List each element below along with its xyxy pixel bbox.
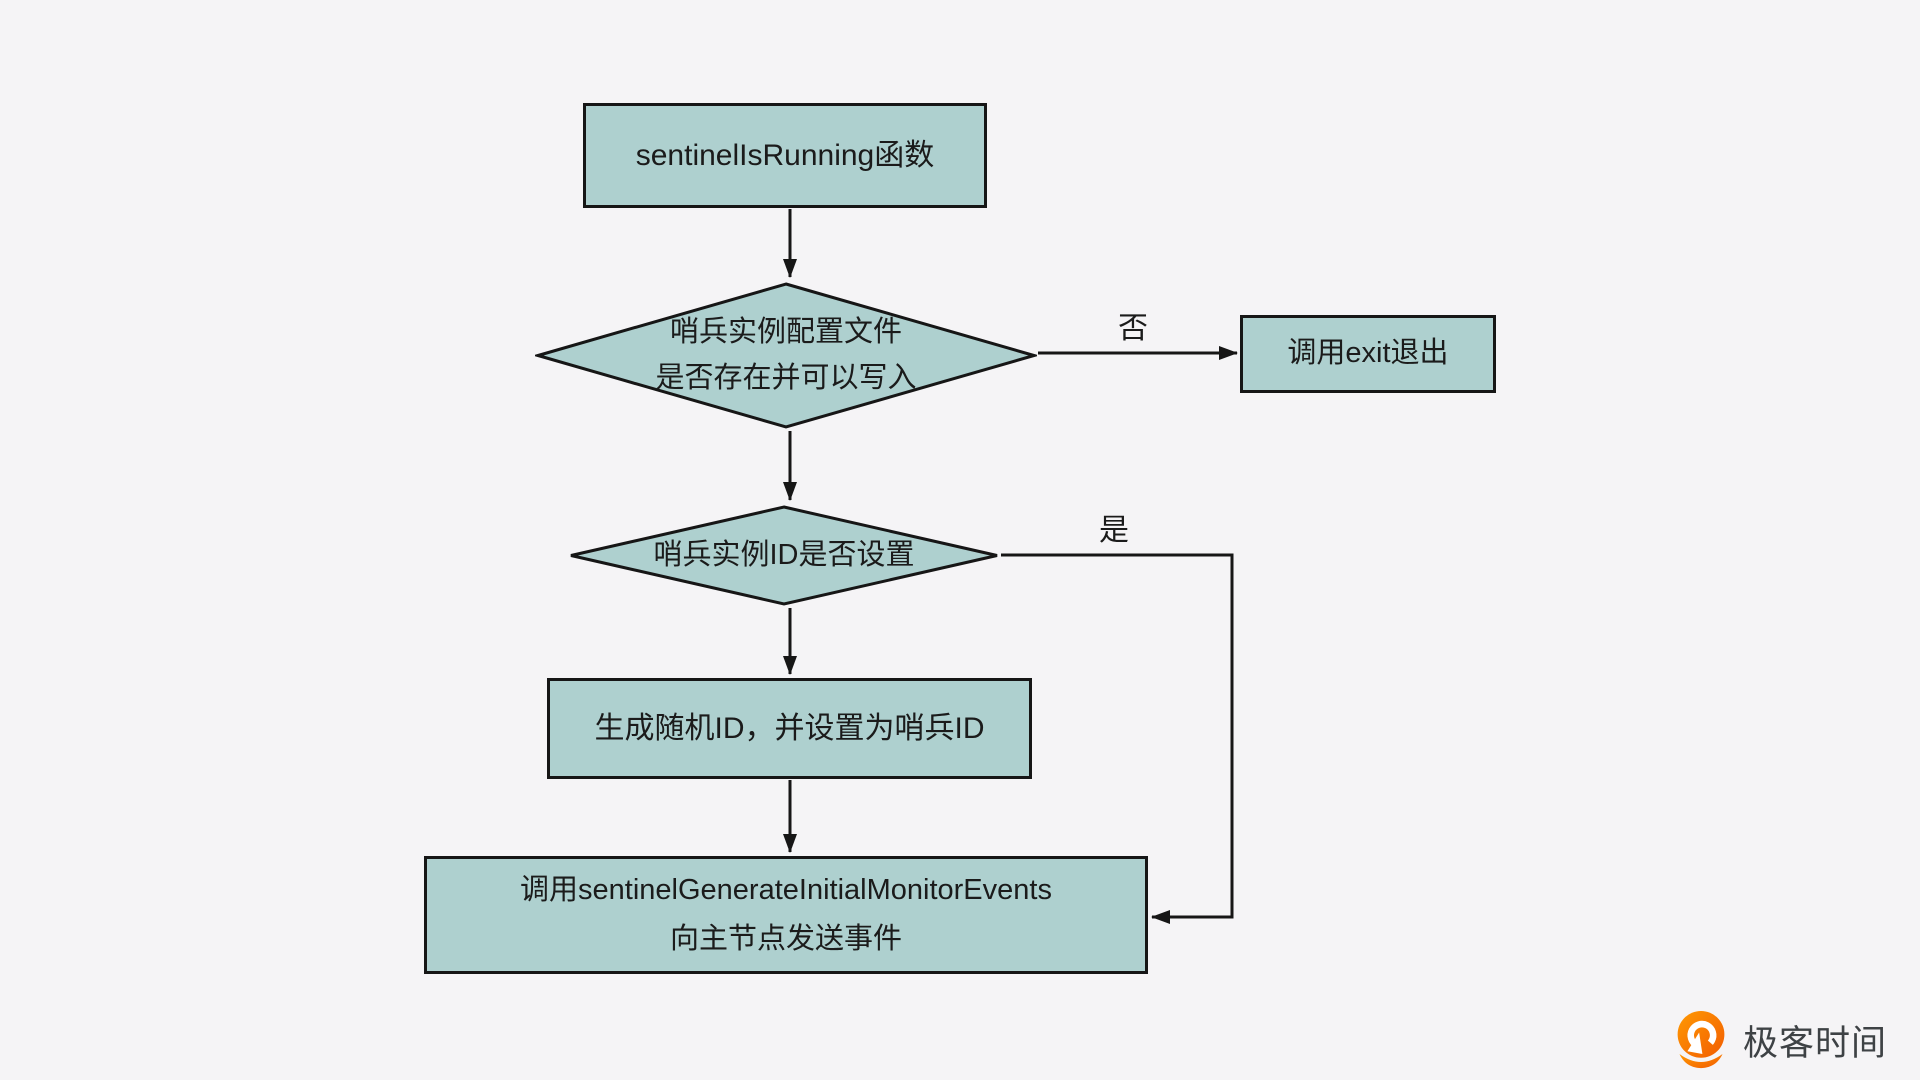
decision-config-line2: 是否存在并可以写入	[655, 361, 917, 394]
node-monitor-line1: 调用sentinelGenerateInitialMonitorEvents	[520, 873, 1052, 906]
decision-config-line1: 哨兵实例配置文件	[669, 315, 902, 348]
edge-label-yes: 是	[1099, 514, 1129, 547]
node-exit: 调用exit退出	[1240, 315, 1496, 393]
geektime-logo-icon	[1677, 1011, 1725, 1069]
node-monitor-line2: 向主节点发送事件	[669, 923, 902, 955]
geektime-logo-text: 极客时间	[1743, 1023, 1888, 1063]
node-exit-label: 调用exit退出	[1287, 337, 1449, 370]
node-start: sentinelIsRunning函数	[583, 103, 987, 208]
decision-id-label: 哨兵实例ID是否设置	[653, 538, 915, 571]
node-decision-sentinel-id: 哨兵实例ID是否设置	[568, 504, 1000, 607]
edge-yes-to-monitor	[1001, 553, 1234, 924]
node-start-label: sentinelIsRunning函数	[635, 138, 935, 172]
node-decision-config-file: 哨兵实例配置文件 是否存在并可以写入	[535, 281, 1037, 430]
edge-label-no: 否	[1118, 312, 1148, 345]
node-generate-id-label: 生成随机ID，并设置为哨兵ID	[594, 711, 985, 745]
geektime-logo: 极客时间	[1672, 1010, 1887, 1070]
node-generate-id: 生成随机ID，并设置为哨兵ID	[547, 678, 1032, 779]
diamond-shape	[570, 505, 998, 606]
node-monitor-events: 调用sentinelGenerateInitialMonitorEvents 向…	[424, 856, 1148, 974]
diamond-shape	[535, 282, 1037, 429]
